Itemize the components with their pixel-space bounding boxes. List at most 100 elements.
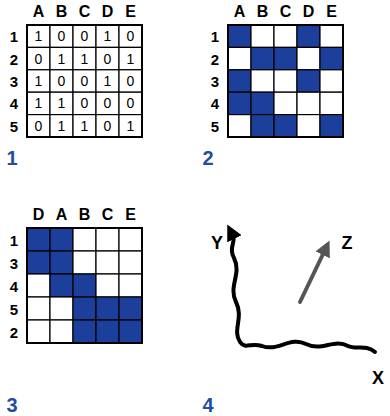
- panel-number: 1: [6, 148, 17, 168]
- grid-cell: [96, 115, 119, 137]
- grid-cell: [228, 47, 251, 69]
- column-header: E: [326, 4, 337, 20]
- column-header: A: [56, 207, 68, 223]
- row-number: 4: [211, 96, 219, 111]
- table-cell: 0: [81, 74, 89, 88]
- table-cell: 1: [35, 74, 43, 88]
- table-cell: 0: [127, 29, 135, 43]
- grid-cell: [27, 320, 50, 343]
- grid-cell: [297, 25, 320, 47]
- table-cell: 1: [58, 96, 66, 110]
- grid-cell: [228, 25, 251, 47]
- grid-cell: [297, 47, 320, 69]
- row-number: 3: [10, 255, 18, 270]
- grid-cell: [320, 25, 343, 47]
- row-number: 1: [10, 232, 18, 247]
- grid-cell: [96, 25, 119, 47]
- grid-cell: [119, 70, 142, 92]
- grid-cell: [297, 92, 320, 114]
- grid-cell: [119, 274, 142, 297]
- row-number: 2: [10, 324, 18, 339]
- table-cell: 0: [104, 96, 112, 110]
- panel-number: 2: [202, 148, 213, 168]
- axis-label: Z: [342, 234, 353, 252]
- grid-cell: [119, 297, 142, 320]
- grid-cell: [27, 115, 50, 137]
- table-cell: 1: [58, 119, 66, 133]
- row-number: 5: [10, 118, 18, 133]
- grid-cell: [274, 92, 297, 114]
- grid-cell: [73, 274, 96, 297]
- grid-layer: [27, 25, 343, 343]
- column-header: D: [102, 4, 114, 20]
- table-cell: 1: [81, 52, 89, 66]
- grid-cell: [228, 70, 251, 92]
- table-cell: 0: [58, 29, 66, 43]
- grid-cell: [96, 274, 119, 297]
- grid-cell: [27, 297, 50, 320]
- column-header: C: [102, 207, 114, 223]
- grid-cell: [274, 70, 297, 92]
- grid-cell: [73, 228, 96, 251]
- grid-cell: [228, 115, 251, 137]
- table-cell: 1: [104, 29, 112, 43]
- grid-cell: [251, 47, 274, 69]
- axis-label: Y: [211, 234, 223, 252]
- table-cell: 0: [58, 74, 66, 88]
- grid-cell: [320, 70, 343, 92]
- table-cell: 1: [35, 29, 43, 43]
- grid-cell: [73, 115, 96, 137]
- row-number: 5: [10, 301, 18, 316]
- grid-cell: [96, 297, 119, 320]
- grid-cell: [50, 70, 73, 92]
- grid-cell: [50, 115, 73, 137]
- column-header: E: [125, 207, 136, 223]
- grid-cell: [50, 92, 73, 114]
- grid-cell: [228, 92, 251, 114]
- grid-cell: [27, 251, 50, 274]
- grid-cell: [73, 47, 96, 69]
- grid-cell: [297, 70, 320, 92]
- grid-cell: [73, 92, 96, 114]
- table-cell: 1: [104, 74, 112, 88]
- grid-cell: [96, 92, 119, 114]
- grid-cell: [119, 25, 142, 47]
- grid-cell: [50, 320, 73, 343]
- grid-cell: [119, 228, 142, 251]
- grid-cell: [320, 47, 343, 69]
- grid-cell: [50, 274, 73, 297]
- grid-cell: [274, 25, 297, 47]
- table-cell: 0: [35, 119, 43, 133]
- row-number: 5: [211, 118, 219, 133]
- column-header: D: [303, 4, 315, 20]
- grid-frame: [27, 25, 142, 137]
- column-header: C: [280, 4, 292, 20]
- grid-cell: [96, 70, 119, 92]
- grid-cell: [73, 320, 96, 343]
- z-axis-arrow: [300, 252, 324, 302]
- table-cell: 1: [81, 119, 89, 133]
- grid-cell: [27, 274, 50, 297]
- axes-figure: [232, 236, 375, 352]
- axis-label: X: [372, 369, 384, 387]
- grid-cell: [50, 25, 73, 47]
- row-number: 4: [10, 96, 18, 111]
- grid-cell: [50, 251, 73, 274]
- table-cell: 1: [127, 52, 135, 66]
- column-header: B: [79, 207, 91, 223]
- row-number: 2: [211, 51, 219, 66]
- grid-cell: [50, 47, 73, 69]
- grid-cell: [96, 228, 119, 251]
- grid-cell: [119, 47, 142, 69]
- grid-cell: [119, 251, 142, 274]
- table-cell: 0: [81, 29, 89, 43]
- row-number: 1: [10, 29, 18, 44]
- row-number: 4: [10, 278, 18, 293]
- grid-cell: [297, 115, 320, 137]
- table-cell: 0: [104, 52, 112, 66]
- column-header: B: [257, 4, 269, 20]
- row-number: 2: [10, 51, 18, 66]
- table-cell: 0: [35, 52, 43, 66]
- grid-cell: [274, 47, 297, 69]
